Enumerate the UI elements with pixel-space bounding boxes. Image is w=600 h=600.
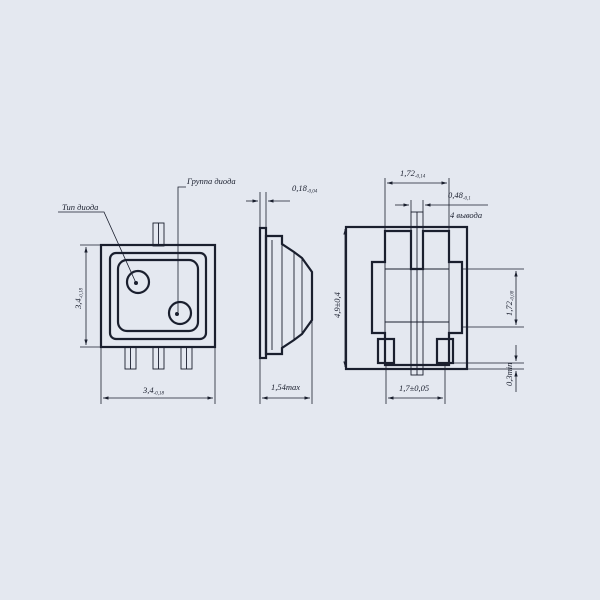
label-diode-type: Тип диода [62,202,98,212]
label-side-height: 1,54max [271,382,300,392]
label-front-width: 3,4-0,18 [142,385,165,397]
label-lead-thickness: 0,18-0,04 [292,183,318,195]
label-top-width: 1,72-0,14 [400,168,426,180]
diode-group-mark [167,300,193,326]
label-leads-count: 4 вывода [450,210,482,220]
label-bottom-gap: 0,3min [504,363,514,386]
leader-diode-type [58,211,137,284]
label-lead-width: 0,48-0,1 [448,190,471,202]
front-inner-frame [108,251,208,341]
front-view [58,186,217,404]
label-diode-group: Группа диода [186,176,236,186]
label-lead-pitch: 1,7±0,05 [399,383,429,393]
bottom-view [343,178,524,404]
label-overall-height: 4,9±0,4 [332,291,342,318]
side-body [264,234,314,356]
bottom-pad-right [435,337,455,365]
side-view [246,192,314,404]
label-front-height: 3,4-0,18 [73,287,85,310]
diode-type-mark [125,269,151,295]
label-right-height: 1,72-0,08 [504,290,516,316]
front-bottom-leads [124,346,193,370]
leader-diode-group [177,186,186,312]
